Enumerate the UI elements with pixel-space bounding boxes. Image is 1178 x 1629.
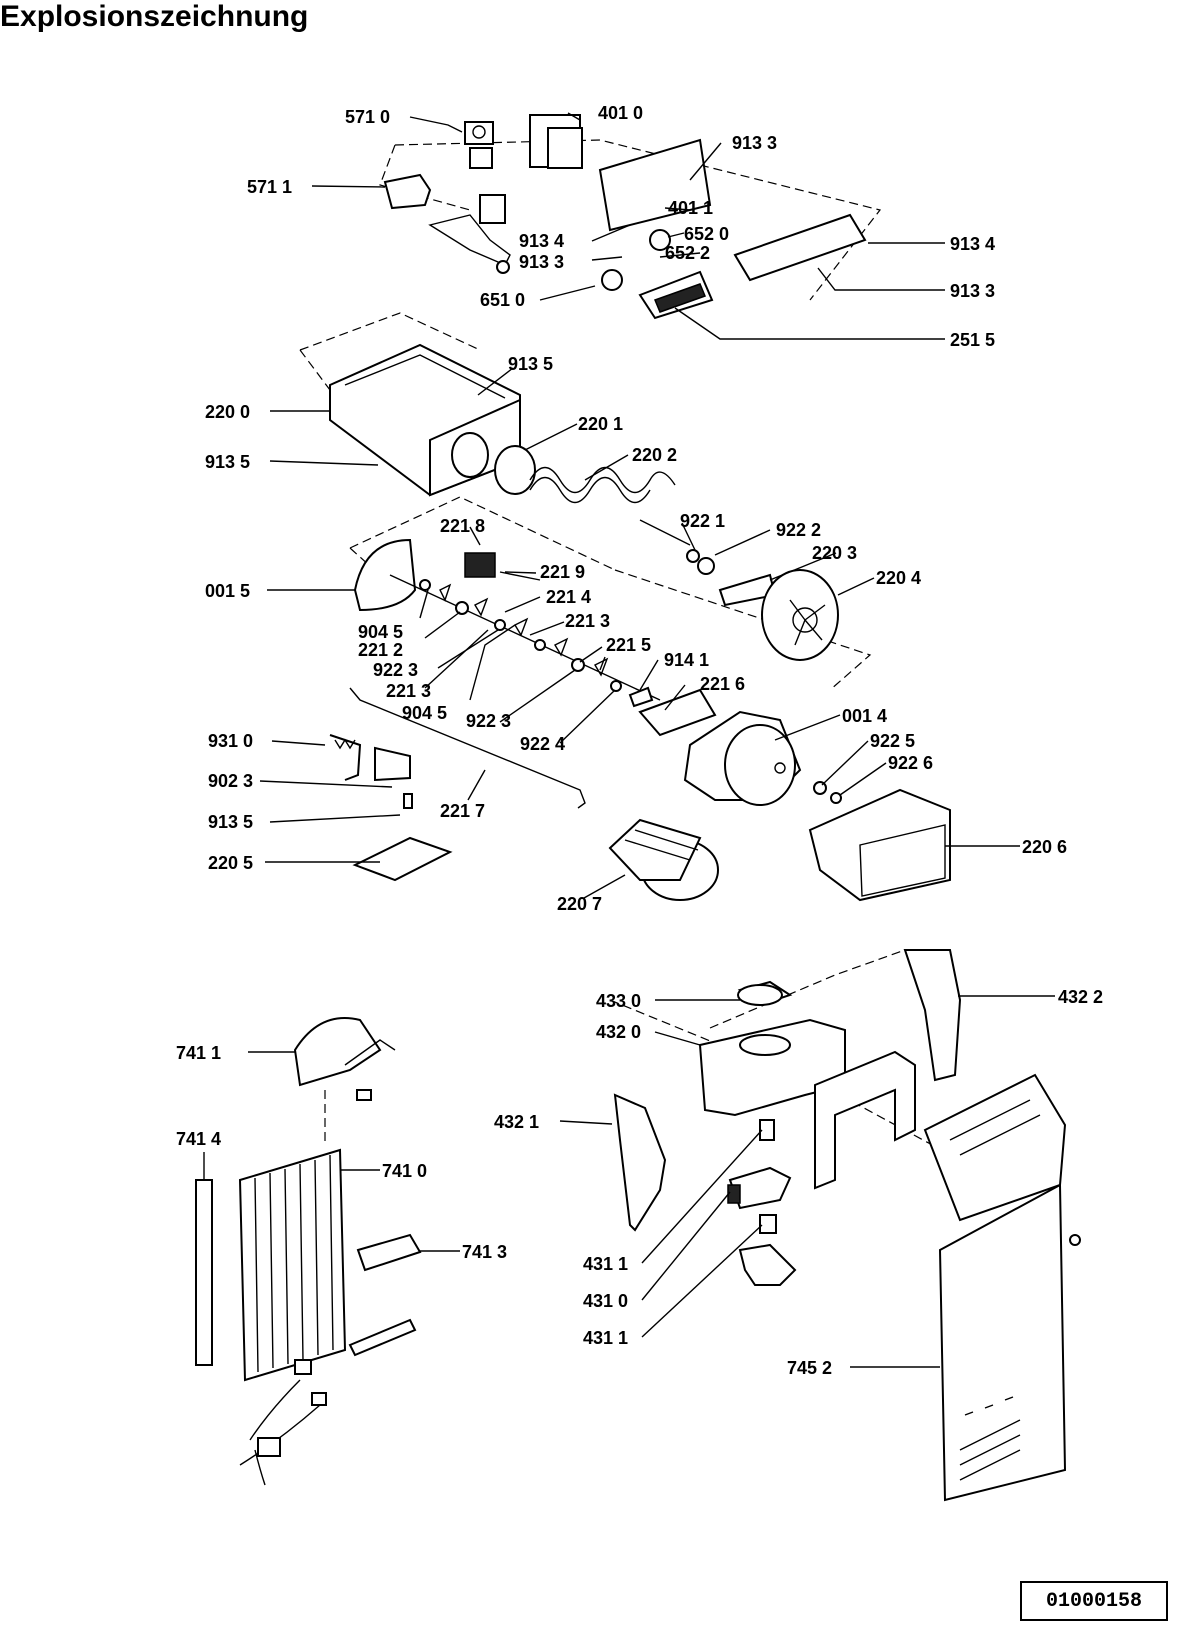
label-2203: 220 3 — [812, 543, 857, 563]
label-0014: 001 4 — [842, 706, 887, 726]
label-2216: 221 6 — [700, 674, 745, 694]
label-2214: 221 4 — [546, 587, 591, 607]
side-4321 — [613, 1093, 667, 1232]
label-5710: 571 0 — [345, 107, 390, 127]
cover-rail — [733, 213, 867, 282]
lamp-socket-6520 — [649, 229, 671, 251]
bushing-4311-top — [759, 1119, 775, 1141]
valve-5710 — [464, 121, 494, 145]
leader-lines — [203, 112, 1055, 1368]
label-4320: 432 0 — [596, 1022, 641, 1042]
label-9023: 902 3 — [208, 771, 253, 791]
lever-2216 — [638, 688, 717, 737]
bracket-7413 — [356, 1233, 422, 1272]
label-2204: 220 4 — [876, 568, 921, 588]
top-assembly — [379, 114, 882, 320]
label-7414: 741 4 — [176, 1129, 221, 1149]
label-9045: 904 5 — [358, 622, 403, 642]
label-2202: 220 2 — [632, 445, 677, 465]
label-2201: 220 1 — [578, 414, 623, 434]
bulb-6510 — [601, 269, 623, 291]
label-9225: 922 5 — [870, 731, 915, 751]
label-9134-right: 913 4 — [950, 234, 995, 254]
label-2218: 221 8 — [440, 516, 485, 536]
page-title: Explosionszeichnung — [0, 0, 309, 33]
label-4322: 432 2 — [1058, 987, 1103, 1007]
label-9223-b: 922 3 — [466, 711, 511, 731]
label-6520: 652 0 — [684, 224, 729, 244]
label-4311: 431 1 — [583, 1254, 628, 1274]
label-2205: 220 5 — [208, 853, 253, 873]
label-7411: 741 1 — [176, 1043, 221, 1063]
label-9310: 931 0 — [208, 731, 253, 751]
label-2219: 221 9 — [540, 562, 585, 582]
label-9134: 913 4 — [519, 231, 564, 251]
top-cover-7452 — [923, 1073, 1067, 1222]
label-9135-left: 913 5 — [205, 452, 250, 472]
plate-2205 — [352, 836, 453, 882]
label-4330: 433 0 — [596, 991, 641, 1011]
cover-4322 — [903, 949, 962, 1082]
dispenser-lower-assembly — [609, 949, 1081, 1502]
document-number-box: 01000158 — [1020, 1581, 1168, 1621]
label-2213-b: 221 3 — [386, 681, 431, 701]
label-2207: 220 7 — [557, 894, 602, 914]
part-labels: 571 0 401 0 913 3 571 1 401 1 913 4 652 … — [176, 103, 1103, 1378]
plate-4011 — [598, 138, 712, 232]
label-9222: 922 2 — [776, 520, 821, 540]
label-2213: 221 3 — [565, 611, 610, 631]
label-0015: 001 5 — [205, 581, 250, 601]
label-7413: 741 3 — [462, 1242, 507, 1262]
label-9226: 922 6 — [888, 753, 933, 773]
label-9135-c: 913 5 — [208, 812, 253, 832]
label-9141: 914 1 — [664, 650, 709, 670]
spring-9310 — [329, 734, 362, 781]
label-7452: 745 2 — [787, 1358, 832, 1378]
left-small-parts — [329, 734, 951, 902]
plate-0015 — [353, 538, 417, 612]
heater-2218 — [464, 552, 496, 578]
label-4321: 432 1 — [494, 1112, 539, 1132]
label-9045-b: 904 5 — [402, 703, 447, 723]
grille-7410 — [238, 1148, 347, 1382]
label-7410: 741 0 — [382, 1161, 427, 1181]
label-4010: 401 0 — [598, 103, 643, 123]
impeller-2204 — [761, 569, 839, 661]
document-number: 01000158 — [1045, 1589, 1142, 1613]
bracket-4322-frame — [814, 1050, 916, 1190]
cover-7411 — [293, 1017, 382, 1087]
label-2212: 221 2 — [358, 640, 403, 660]
box-2206 — [808, 788, 951, 902]
strip-7414 — [195, 1179, 213, 1366]
label-2515: 251 5 — [950, 330, 995, 350]
label-9133-right: 913 3 — [950, 281, 995, 301]
evaporator-cover-assembly — [195, 1017, 422, 1486]
label-2206: 220 6 — [1022, 837, 1067, 857]
label-2215: 221 5 — [606, 635, 651, 655]
label-2200: 220 0 — [205, 402, 250, 422]
bracket-5711 — [383, 173, 432, 210]
label-6510: 651 0 — [480, 290, 525, 310]
label-2217: 221 7 — [440, 801, 485, 821]
label-4310: 431 0 — [583, 1291, 628, 1311]
bushing-4311-bottom — [759, 1214, 777, 1234]
label-4311-b: 431 1 — [583, 1328, 628, 1348]
label-6522: 652 2 — [665, 243, 710, 263]
label-9133: 913 3 — [732, 133, 777, 153]
label-9135: 913 5 — [508, 354, 553, 374]
crusher-assembly — [349, 496, 872, 809]
tray-assembly — [299, 312, 715, 575]
panel-7452 — [938, 1183, 1067, 1502]
label-5711: 571 1 — [247, 177, 292, 197]
label-9133-left: 913 3 — [519, 252, 564, 272]
label-4011: 401 1 — [668, 198, 713, 218]
label-9223: 922 3 — [373, 660, 418, 680]
clip-9023 — [374, 746, 411, 782]
label-9221: 922 1 — [680, 511, 725, 531]
label-9224: 922 4 — [520, 734, 565, 754]
nut-9141 — [628, 686, 654, 708]
ring-2201 — [494, 445, 536, 495]
